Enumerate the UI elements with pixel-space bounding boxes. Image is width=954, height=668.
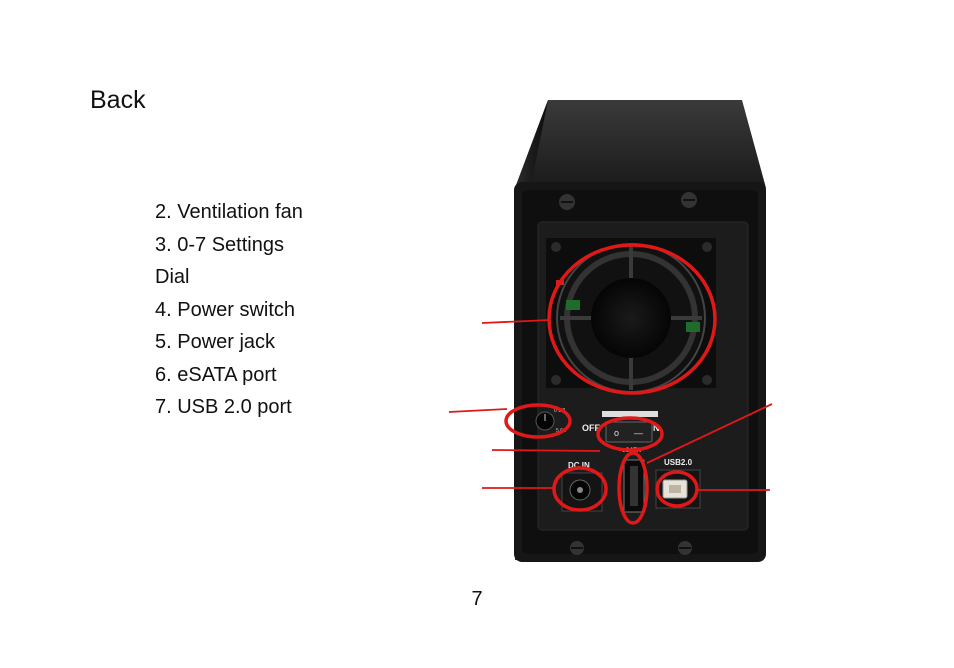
legend-item-dial: 3. 0-7 Settings [155,233,284,256]
screw-icon [559,192,697,555]
switch-off-label: OFF [582,423,600,433]
switch-on-label: ON [646,423,660,433]
callout-circles [504,243,717,525]
legend-item-usb: 7. USB 2.0 port [155,396,292,418]
section-heading: Back [90,86,146,114]
ventilation-fan [546,238,716,393]
legend-item-dial-cont: Dial [155,266,190,288]
legend-item-esata: 6. eSATA port [155,363,277,386]
port-legend-list: 2. Ventilation fan 3. 0-7 Settings Dial … [155,196,375,424]
legend-item-fan: 2. Ventilation fan [155,201,303,223]
page-number: 7 [471,588,483,610]
callout-lines [448,319,773,491]
power-switch: OFF ON o — [582,411,660,443]
dc-in-label: DC IN [568,461,590,470]
legend-item-power-switch: 4. Power switch [155,298,296,321]
legend-item-power-jack: 5. Power jack [155,331,276,353]
svg-text:—: — [634,428,643,438]
usb-label: USB2.0 [664,458,693,467]
svg-text:o: o [614,428,619,438]
